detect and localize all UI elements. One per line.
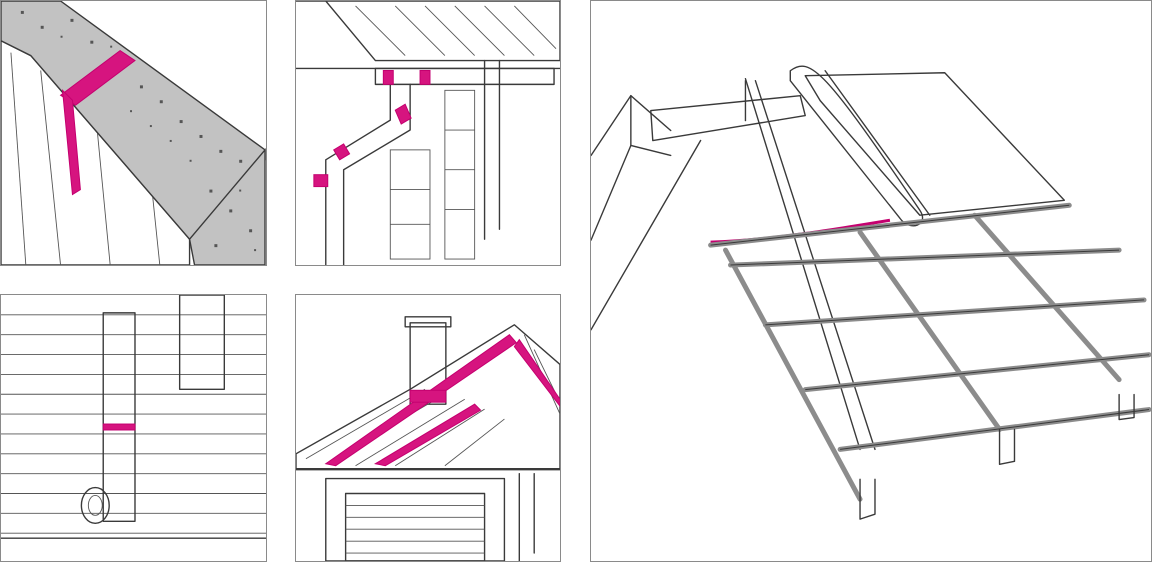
panel-hip-roof-chimney <box>295 294 561 562</box>
tape-band <box>313 174 329 188</box>
panel-flue-pipe-wall <box>0 294 267 562</box>
hip-roof-illustration <box>296 316 560 561</box>
panel-roof-membrane-install <box>590 0 1152 562</box>
flue-pipe-illustration <box>1 295 266 539</box>
panel-insulation-joint <box>0 0 267 266</box>
panel-gutter-downpipe <box>295 0 561 266</box>
foam-joint-illustration <box>1 1 266 265</box>
tape-band <box>102 423 136 431</box>
membrane-roll-illustration <box>591 65 1151 520</box>
downpipe-illustration <box>296 1 560 265</box>
